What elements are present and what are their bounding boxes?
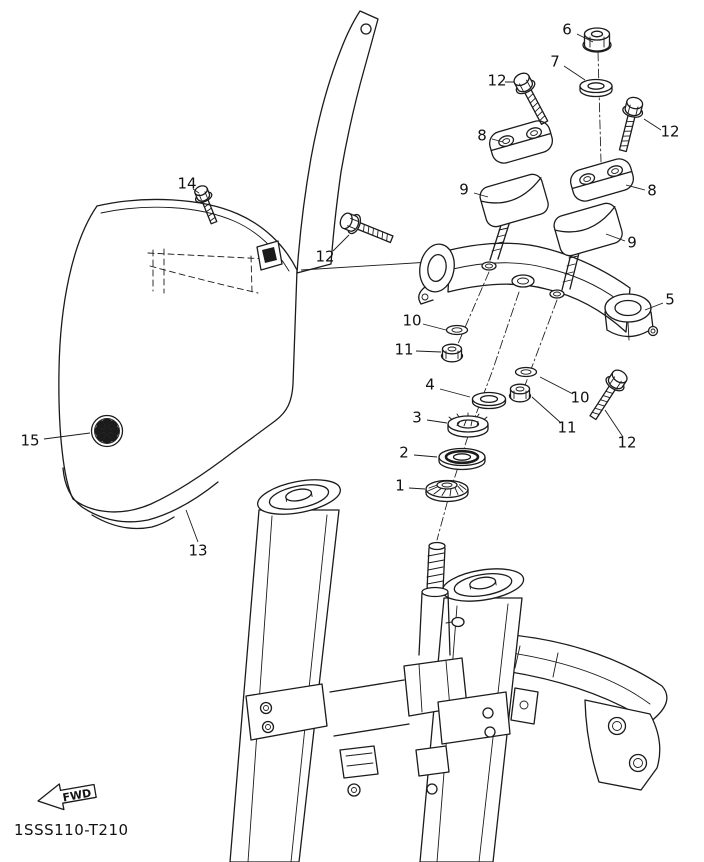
callout-14: 14 — [177, 175, 196, 193]
lower-triple-clamp — [245, 679, 511, 797]
plate-emblem — [90, 414, 124, 448]
left-fork-tube — [229, 479, 341, 862]
callout-6: 6 — [562, 21, 572, 39]
callout-12-c: 12 — [315, 248, 334, 266]
steering-ring-nut-3 — [447, 412, 489, 438]
callout-10-a: 10 — [402, 312, 421, 330]
callout-4: 4 — [425, 376, 435, 394]
upper-triple-clamp — [418, 242, 659, 341]
callout-1: 1 — [395, 477, 405, 495]
left-fork-cap — [257, 479, 341, 515]
callout-9-a: 9 — [459, 181, 469, 199]
handlebar-holder-upper-rear — [569, 158, 635, 202]
callout-11-a: 11 — [394, 341, 413, 359]
fwd-arrow: FWD — [37, 783, 97, 811]
callout-7: 7 — [550, 53, 560, 71]
callout-12-a: 12 — [487, 72, 506, 90]
stem-cap-washer-7 — [579, 78, 613, 98]
handlebar-holder-upper-front — [488, 120, 554, 164]
callout-12-b: 12 — [660, 123, 679, 141]
stud-washer-10-a — [445, 324, 469, 336]
callout-9-b: 9 — [627, 234, 637, 252]
handlebar-holder-lower-rear — [553, 202, 623, 291]
callout-11-b: 11 — [557, 419, 576, 437]
callout-13: 13 — [188, 542, 207, 560]
stem-cap-nut-6 — [582, 27, 612, 53]
callout-8-b: 8 — [647, 182, 657, 200]
callout-3: 3 — [412, 409, 422, 427]
dust-seal-2 — [438, 447, 486, 471]
bolt-12-b — [612, 94, 647, 154]
fwd-label: FWD — [62, 787, 93, 805]
stud-nut-11-a — [440, 343, 464, 363]
assembly-reference-line — [300, 261, 431, 271]
callout-leader-lines — [43, 33, 664, 543]
front-number-plate — [58, 198, 298, 530]
handlebar-holder-lower-front — [479, 173, 549, 261]
bolt-12-c — [336, 208, 397, 250]
stud-nut-11-b — [508, 383, 532, 403]
callout-labels: 6 7 12 12 8 8 9 9 14 12 5 10 11 4 10 3 1… — [20, 21, 679, 560]
part-code: 1SSS110-T210 — [14, 821, 129, 839]
callout-8-a: 8 — [477, 127, 487, 145]
number-plate-stay — [296, 10, 379, 274]
callout-10-b: 10 — [570, 389, 589, 407]
callout-12-d: 12 — [617, 434, 636, 452]
callout-5: 5 — [665, 291, 675, 309]
frame-section — [497, 633, 668, 791]
steering-washer-4 — [471, 391, 507, 410]
callout-15: 15 — [20, 432, 39, 450]
steering-bearing-1 — [425, 479, 469, 503]
stud-washer-10-b — [514, 366, 538, 378]
callout-2: 2 — [399, 444, 409, 462]
assembly-centerlines — [436, 51, 602, 541]
bolt-12-a — [509, 69, 555, 128]
